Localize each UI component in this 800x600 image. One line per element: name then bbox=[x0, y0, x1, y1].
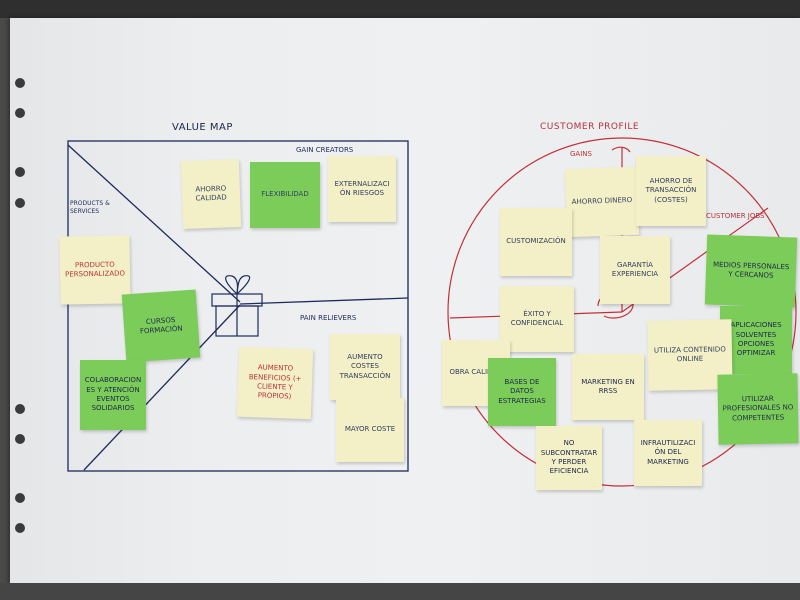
sticky-note-medios-personales: MEDIOS PERSONALES Y CERCANOS bbox=[705, 234, 797, 307]
sticky-note-no-subcontratar: NO SUBCONTRATAR Y PERDER EFICIENCIA bbox=[536, 426, 602, 490]
sticky-note-aumento-beneficios: AUMENTO BENEFICIOS (+ CLIENTE Y PROPIOS) bbox=[237, 347, 313, 420]
sticky-note-customizacion: CUSTOMIZACIÓN bbox=[500, 208, 572, 276]
sticky-note-producto-personalizado: PRODUCTO PERSONALIZADO bbox=[59, 235, 130, 304]
sticky-note-infrautilizacion-marketing: INFRAUTILIZACIÓN DEL MARKETING bbox=[634, 420, 702, 486]
sticky-note-text: AHORRO DINERO bbox=[572, 196, 633, 208]
sticky-note-marketing-rrss: MARKETING EN RRSS bbox=[572, 354, 644, 420]
customer-profile-title: CUSTOMER PROFILE bbox=[540, 122, 639, 132]
sticky-note-text: MARKETING EN RRSS bbox=[576, 378, 640, 397]
sticky-note-ahorro-calidad: AHORRO CALIDAD bbox=[181, 159, 241, 229]
sticky-note-text: MEDIOS PERSONALES Y CERCANOS bbox=[710, 260, 793, 282]
sticky-note-text: AHORRO CALIDAD bbox=[186, 184, 237, 205]
sticky-note-colaboraciones: COLABORACIONES Y ATENCIÓN EVENTOS SOLIDA… bbox=[80, 360, 146, 430]
sticky-note-flexibilidad: FLEXIBILIDAD bbox=[250, 162, 320, 228]
sticky-note-text: FLEXIBILIDAD bbox=[261, 190, 309, 199]
sticky-note-garantia-experiencia: GARANTÍA EXPERIENCIA bbox=[600, 236, 670, 304]
sticky-note-ahorro-transaccion: AHORRO DE TRANSACCIÓN (COSTES) bbox=[636, 156, 706, 226]
sticky-note-bases-de-datos: BASES DE DATOS ESTRATEGIAS bbox=[488, 358, 556, 426]
sticky-note-exito-confidencial: ÉXITO Y CONFIDENCIAL bbox=[500, 286, 574, 352]
sticky-note-text: UTILIZAR PROFESIONALES NO COMPETENTES bbox=[722, 394, 794, 424]
sticky-note-ahorro-dinero: AHORRO DINERO bbox=[565, 167, 639, 237]
sticky-note-text: AUMENTO COSTES TRANSACCIÓN bbox=[334, 353, 396, 381]
sticky-note-aumento-costes: AUMENTO COSTES TRANSACCIÓN bbox=[330, 334, 400, 400]
products-services-label: PRODUCTS & SERVICES bbox=[70, 200, 120, 216]
sticky-note-text: MAYOR COSTE bbox=[345, 425, 395, 434]
customer-jobs-label: CUSTOMER JOBS bbox=[706, 212, 765, 220]
sticky-note-text: APLICACIONES SOLVENTES OPCIONES OPTIMIZA… bbox=[724, 321, 788, 359]
divider-line bbox=[240, 298, 408, 304]
gains-label: GAINS bbox=[570, 150, 592, 158]
sticky-note-text: AHORRO DE TRANSACCIÓN (COSTES) bbox=[640, 177, 702, 205]
sticky-note-text: INFRAUTILIZACIÓN DEL MARKETING bbox=[638, 439, 698, 467]
sticky-note-text: CUSTOMIZACIÓN bbox=[506, 237, 566, 246]
sticky-note-text: UTILIZA CONTENIDO ONLINE bbox=[652, 345, 728, 365]
sticky-note-mayor-coste: MAYOR COSTE bbox=[336, 398, 404, 462]
sticky-note-text: AUMENTO BENEFICIOS (+ CLIENTE Y PROPIOS) bbox=[241, 363, 308, 403]
gain-creators-label: GAIN CREATORS bbox=[296, 146, 353, 154]
sticky-note-text: PRODUCTO PERSONALIZADO bbox=[64, 260, 126, 280]
sticky-note-externalizacion-riesgos: EXTERNALIZACIÓN RIESGOS bbox=[328, 156, 396, 222]
sticky-note-text: BASES DE DATOS ESTRATEGIAS bbox=[492, 378, 552, 406]
pain-relievers-label: PAIN RELIEVERS bbox=[300, 314, 356, 322]
value-map-title: VALUE MAP bbox=[172, 122, 233, 133]
sticky-note-utilizar-profesionales: UTILIZAR PROFESIONALES NO COMPETENTES bbox=[717, 373, 798, 444]
sticky-note-text: GARANTÍA EXPERIENCIA bbox=[604, 261, 666, 280]
sticky-note-cursos-formacion: CURSOS FORMACIÓN bbox=[122, 290, 201, 363]
sticky-note-text: EXTERNALIZACIÓN RIESGOS bbox=[332, 180, 392, 199]
sticky-note-text: ÉXITO Y CONFIDENCIAL bbox=[504, 310, 570, 329]
smile-gains bbox=[612, 147, 630, 152]
sticky-note-text: CURSOS FORMACIÓN bbox=[127, 314, 194, 337]
sticky-note-text: NO SUBCONTRATAR Y PERDER EFICIENCIA bbox=[540, 439, 598, 477]
sticky-note-text: COLABORACIONES Y ATENCIÓN EVENTOS SOLIDA… bbox=[84, 376, 142, 414]
